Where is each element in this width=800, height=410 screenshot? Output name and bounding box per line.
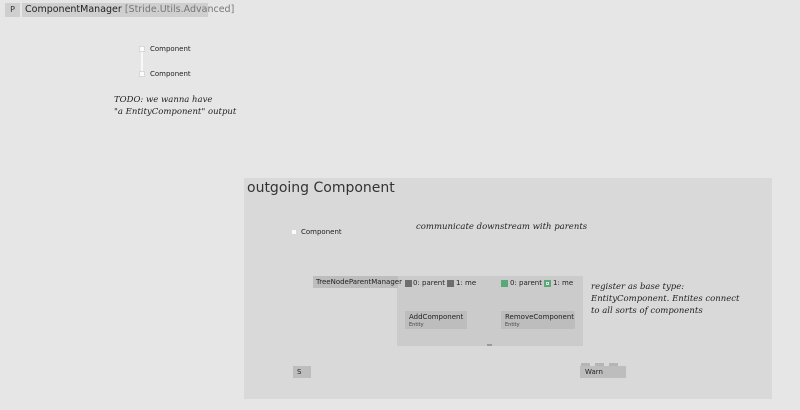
register-comment: register as base type: EntityComponent. … [591,281,739,317]
output-pin-square[interactable] [139,71,145,77]
warn-input-pin-1[interactable] [581,363,590,366]
warn-input-pin-3[interactable] [609,363,618,366]
register-line-3: to all sorts of components [591,306,703,316]
todo-line-1: TODO: we wanna have [114,95,213,105]
register-line-2: EntityComponent. Entites connect [591,294,740,304]
remove-me-label: 1: me [553,279,574,287]
remove-component-node[interactable]: RemoveComponent Entity [501,311,575,329]
group-title: outgoing Component [247,180,395,196]
s-node[interactable]: S [293,366,311,378]
remove-parent-label: 0: parent [510,279,542,287]
todo-comment: TODO: we wanna have "a EntityComponent" … [114,94,236,118]
patch-name: ComponentManager [25,4,122,15]
remove-parent-pin[interactable] [501,280,508,287]
group-component-label: Component [301,228,342,236]
todo-line-2: "a EntityComponent" output [114,107,237,117]
add-parent-label: 0: parent [413,279,445,287]
register-line-1: register as base type: [591,282,685,292]
input-pin-square[interactable] [139,46,145,52]
remove-me-pin[interactable] [544,280,551,287]
add-component-label: AddComponent [409,313,464,321]
tree-node-parent-manager-node[interactable]: TreeNodeParentManager [313,276,402,288]
add-component-sublabel: Entity [409,322,424,328]
patch-title: ComponentManager [Stride.Utils.Advanced] [22,3,234,17]
region-resize-handle[interactable] [487,344,492,346]
add-parent-pin[interactable] [405,280,412,287]
input-pin-label: Component [150,45,191,53]
downstream-comment: communicate downstream with parents [416,222,588,232]
group-component-pin[interactable] [291,229,297,235]
warn-input-pin-2[interactable] [595,363,604,366]
output-pin-label: Component [150,70,191,78]
add-me-label: 1: me [456,279,477,287]
patch-menu-button[interactable]: P [5,3,20,17]
remove-component-sublabel: Entity [505,322,520,328]
add-me-pin[interactable] [447,280,454,287]
patch-namespace: [Stride.Utils.Advanced] [124,4,235,15]
add-component-node[interactable]: AddComponent Entity [405,311,467,329]
warn-node[interactable]: Warn [580,366,626,378]
remove-component-label: RemoveComponent [505,313,575,321]
